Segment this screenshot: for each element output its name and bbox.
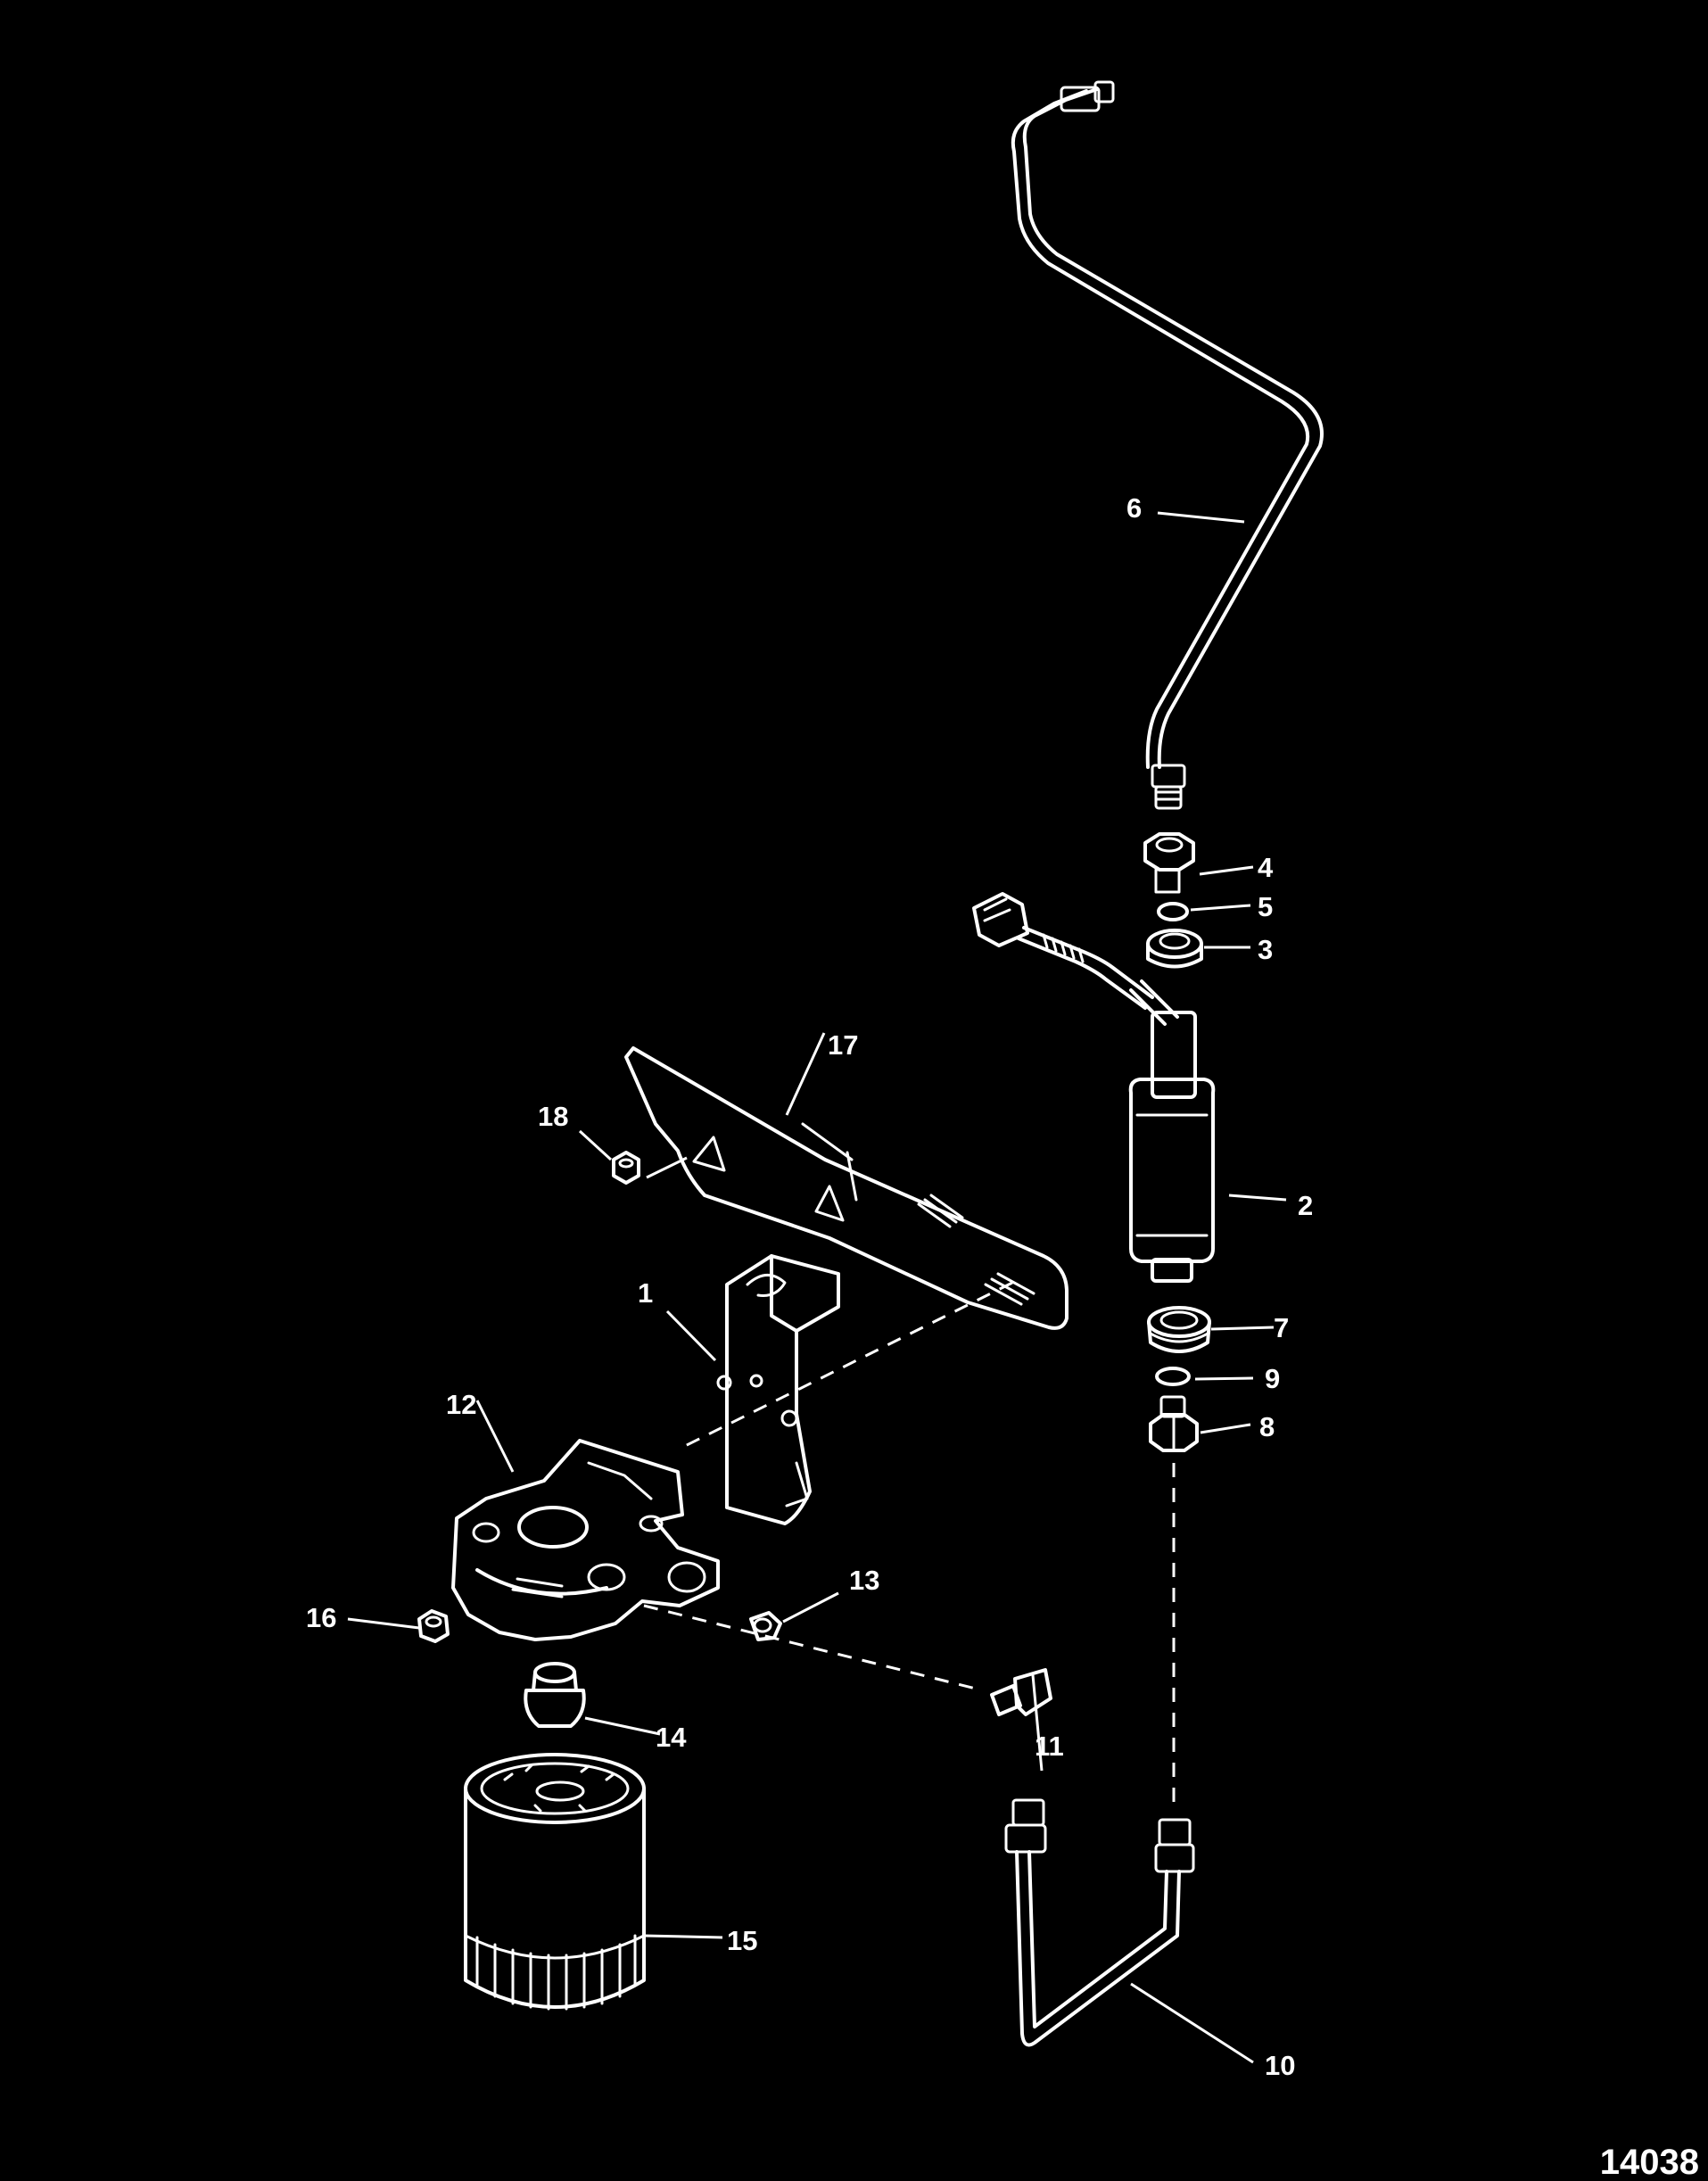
callout-2: 2 bbox=[1298, 1190, 1313, 1221]
part-12-filter-head bbox=[451, 1439, 720, 1641]
part-1-mounting-bracket bbox=[716, 1254, 840, 1525]
part-13-plug bbox=[749, 1611, 782, 1641]
part-14-adapter bbox=[524, 1662, 586, 1728]
part-10-fuel-line bbox=[1004, 1798, 1195, 2047]
callout-5: 5 bbox=[1258, 891, 1273, 922]
callout-10: 10 bbox=[1265, 2050, 1295, 2081]
callout-17: 17 bbox=[828, 1029, 858, 1061]
assembly-line-12-to-11 bbox=[643, 1604, 984, 1692]
part-18-nut bbox=[612, 1151, 640, 1185]
part-9-o-ring bbox=[1155, 1367, 1191, 1386]
callout-12: 12 bbox=[446, 1389, 476, 1420]
callout-6: 6 bbox=[1126, 492, 1142, 524]
assembly-line-1-to-12 bbox=[677, 1281, 1013, 1451]
part-7-adapter bbox=[1147, 1306, 1211, 1353]
part-8-fitting bbox=[1149, 1395, 1199, 1452]
callout-16: 16 bbox=[306, 1602, 336, 1633]
callout-14: 14 bbox=[656, 1722, 687, 1753]
callout-4: 4 bbox=[1258, 852, 1274, 883]
callout-7: 7 bbox=[1274, 1312, 1289, 1343]
part-15-fuel-filter bbox=[464, 1753, 646, 2011]
callout-11: 11 bbox=[1035, 1731, 1064, 1762]
callout-1: 1 bbox=[638, 1277, 653, 1309]
part-16-nut bbox=[417, 1609, 450, 1643]
part-2-electric-fuel-pump bbox=[972, 892, 1216, 1283]
part-17-bracket bbox=[624, 1046, 1069, 1330]
part-6-fuel-line bbox=[1011, 80, 1324, 810]
part-11-fitting bbox=[990, 1668, 1052, 1716]
callout-9: 9 bbox=[1265, 1363, 1280, 1394]
callout-3: 3 bbox=[1258, 934, 1273, 965]
part-4-fitting-nut bbox=[1143, 832, 1195, 894]
callout-8: 8 bbox=[1259, 1411, 1275, 1442]
figure-number: 14038 bbox=[1600, 2143, 1699, 2181]
part-5-o-ring bbox=[1157, 902, 1189, 921]
callout-13: 13 bbox=[849, 1565, 879, 1596]
part-3-seal-washer bbox=[1146, 929, 1203, 969]
leader-lines bbox=[347, 511, 1287, 2064]
callout-15: 15 bbox=[727, 1925, 757, 1956]
callout-18: 18 bbox=[538, 1101, 568, 1132]
